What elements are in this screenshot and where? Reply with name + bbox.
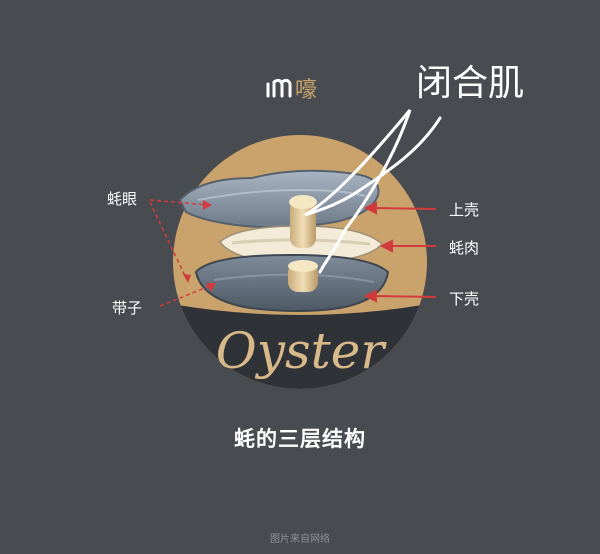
muscle-pointer xyxy=(304,109,442,274)
logo-text: 嚎 xyxy=(295,78,318,103)
diagram-caption: 蚝的三层结构 xyxy=(234,427,366,451)
oyster-wordmark: Oyster xyxy=(216,322,388,380)
label-meat: 蚝肉 xyxy=(449,239,480,257)
label-arrows xyxy=(363,201,437,303)
label-eye: 蚝眼 xyxy=(107,190,138,208)
source-note: 图片来自网络 xyxy=(270,534,330,545)
upper-shell xyxy=(178,169,380,229)
label-lower-shell: 下壳 xyxy=(449,290,480,308)
label-adductor-muscle: 闭合肌 xyxy=(416,63,525,104)
label-band: 带子 xyxy=(112,299,143,317)
label-upper-shell: 上壳 xyxy=(449,201,480,219)
logo-mark xyxy=(266,78,292,98)
